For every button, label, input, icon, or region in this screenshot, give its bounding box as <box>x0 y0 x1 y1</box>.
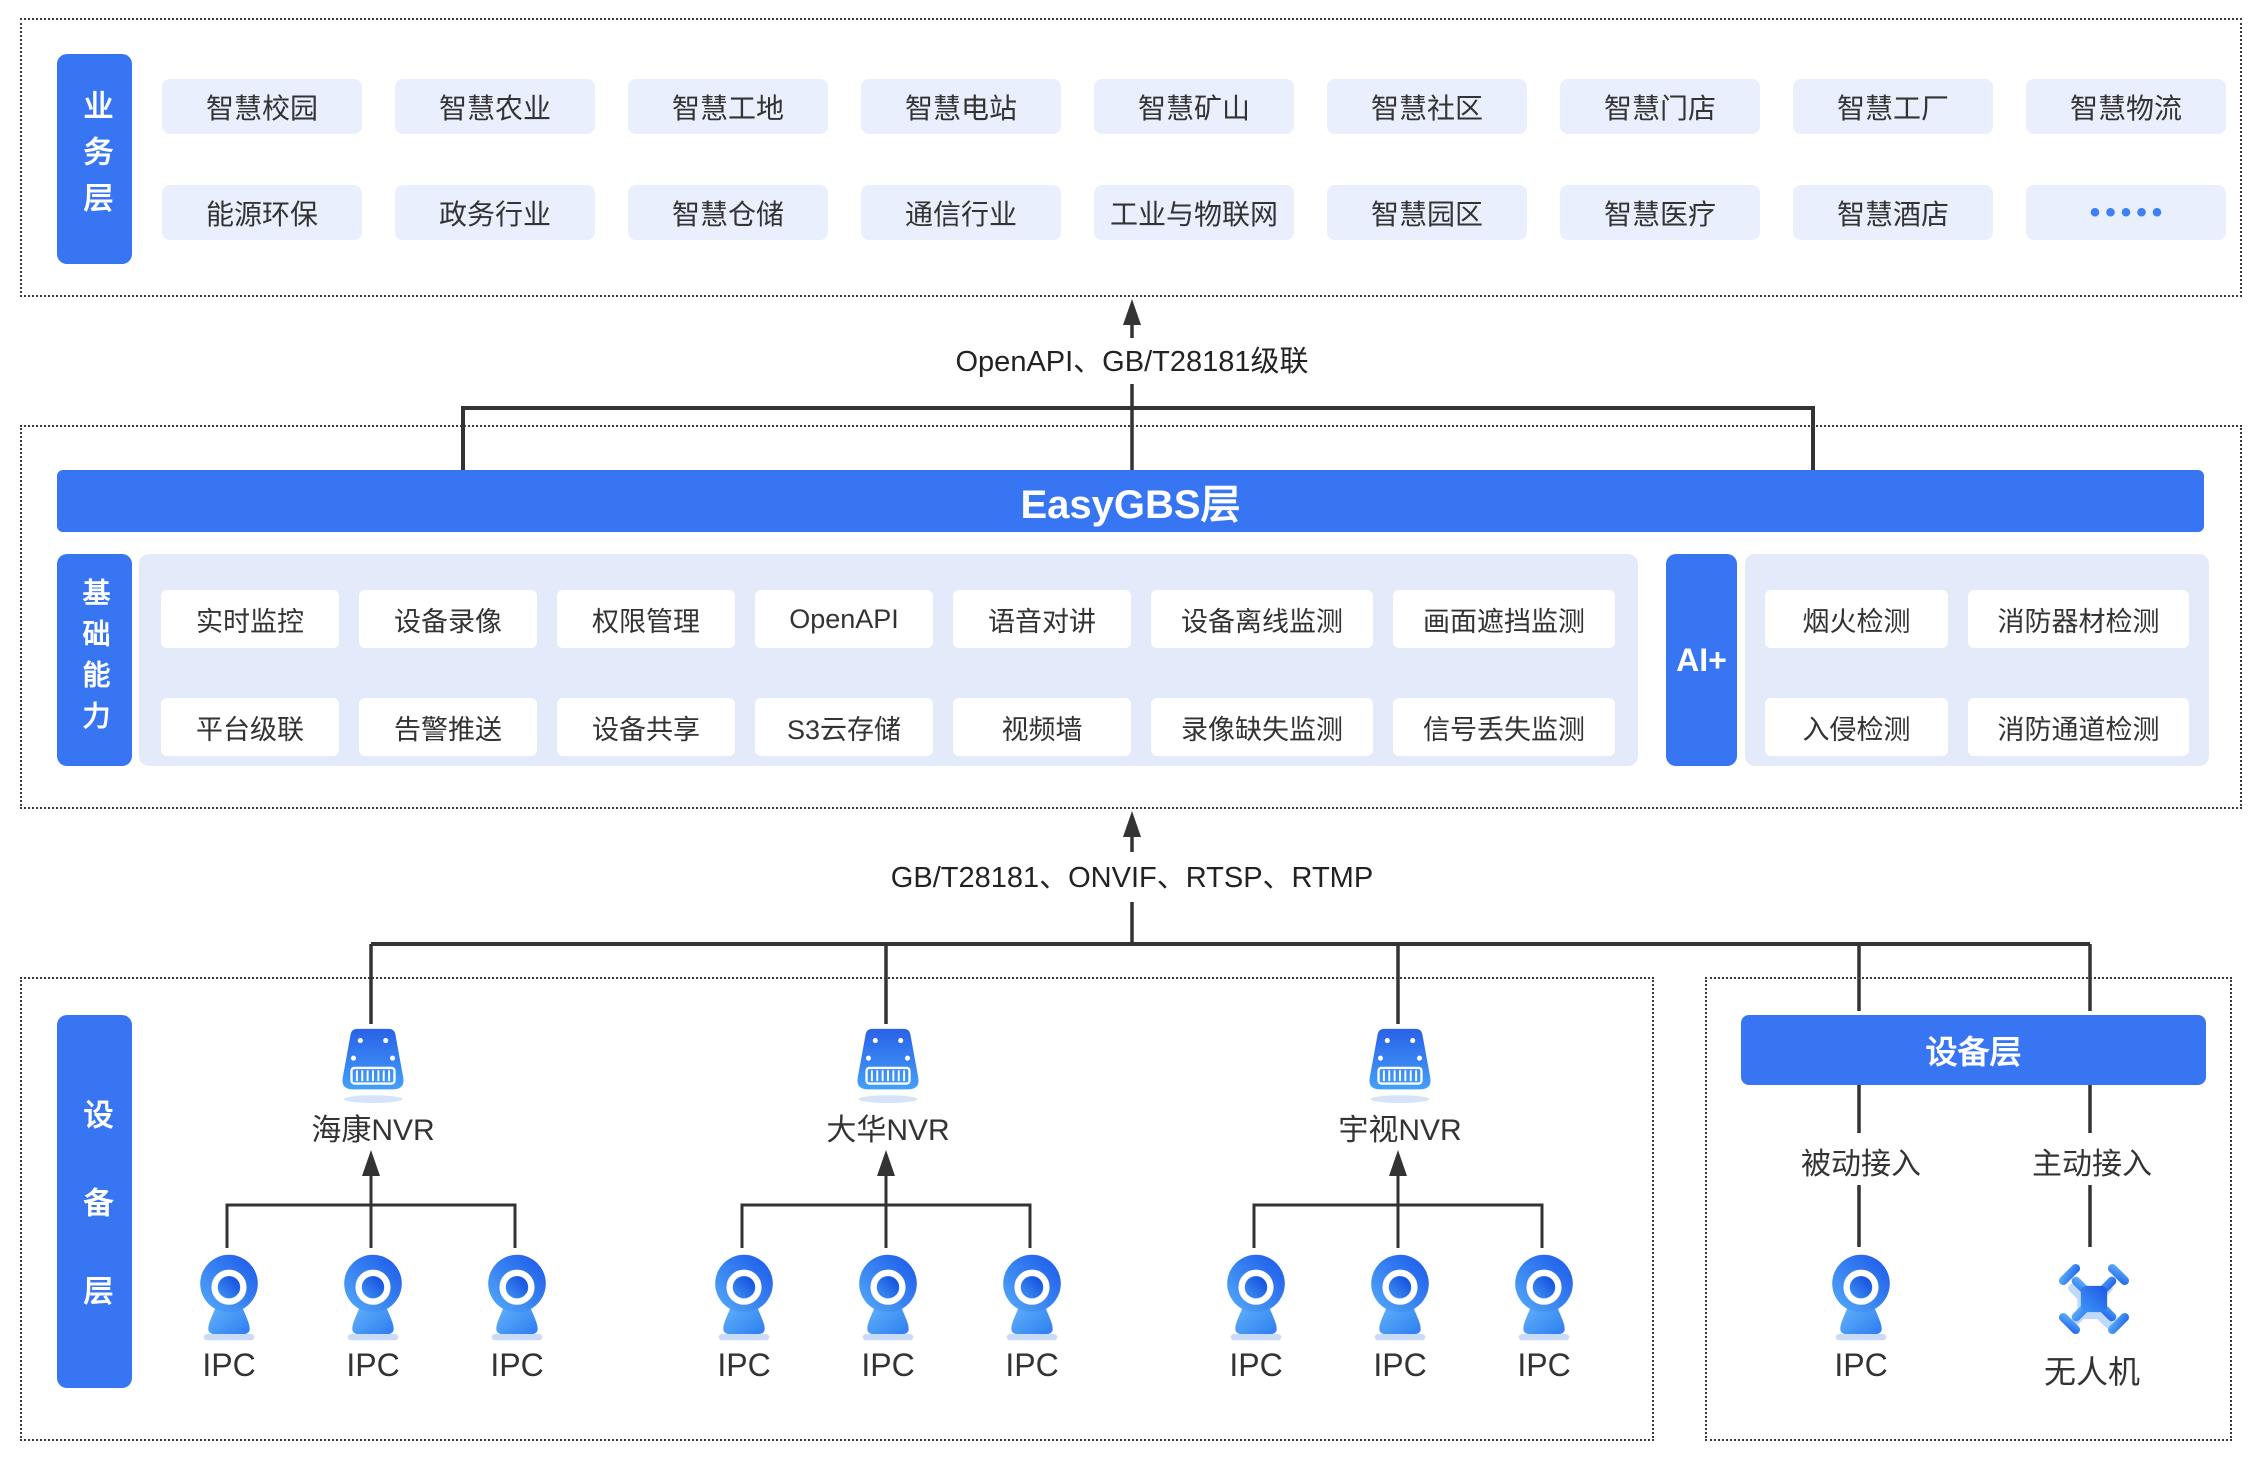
business-item: 智慧物流 <box>2026 79 2226 134</box>
ai-row-2: 入侵检测 消防通道检测 <box>1765 698 2189 756</box>
business-item: 智慧矿山 <box>1094 79 1294 134</box>
business-item: 通信行业 <box>861 185 1061 240</box>
ipc-camera-icon <box>1823 1251 1899 1343</box>
ipc-label: IPC <box>1834 1347 1888 1383</box>
capability-cell: 设备离线监测 <box>1151 590 1373 648</box>
business-item: 智慧工地 <box>628 79 828 134</box>
business-layer-tag: 业务层 <box>57 54 132 264</box>
ipc-label: IPC <box>346 1347 400 1383</box>
ipc-label: IPC <box>861 1347 915 1383</box>
base-capability-tag: 基础能力 <box>57 554 132 766</box>
ipc-camera-icon <box>850 1251 926 1343</box>
capability-cell: 信号丢失监测 <box>1393 698 1615 756</box>
ipc-label: IPC <box>717 1347 771 1383</box>
business-item: 智慧仓储 <box>628 185 828 240</box>
business-layer-label: 业务层 <box>78 90 112 228</box>
capability-cell: 设备录像 <box>359 590 537 648</box>
capability-cell: 告警推送 <box>359 698 537 756</box>
capability-row-2: 平台级联 告警推送 设备共享 S3云存储 视频墙 录像缺失监测 信号丢失监测 <box>161 698 1615 756</box>
drone-label: 无人机 <box>2043 1354 2140 1390</box>
nvr-device-icon <box>843 1027 933 1105</box>
capability-cell: 视频墙 <box>953 698 1131 756</box>
capability-cell: 权限管理 <box>557 590 735 648</box>
ai-row-1: 烟火检测 消防器材检测 <box>1765 590 2189 648</box>
business-item: 智慧医疗 <box>1560 185 1760 240</box>
drone-icon <box>2052 1255 2136 1341</box>
nvr-device-icon <box>1355 1027 1445 1105</box>
base-capability-panel: 实时监控 设备录像 权限管理 OpenAPI 语音对讲 设备离线监测 画面遮挡监… <box>139 554 1638 766</box>
business-item: 工业与物联网 <box>1094 185 1294 240</box>
device-layer-container: 设备层 海康NVR IPC IPC IPC <box>20 977 1654 1441</box>
ai-capability-cell: 烟火检测 <box>1765 590 1948 648</box>
capability-cell: OpenAPI <box>755 590 933 648</box>
device-layer-label: 设备层 <box>78 1098 112 1363</box>
nvr-name: 宇视NVR <box>1338 1114 1462 1147</box>
business-item: 智慧社区 <box>1327 79 1527 134</box>
business-item: 智慧园区 <box>1327 185 1527 240</box>
device-access-panel: 设备层 被动接入 主动接入 IPC 无人机 <box>1705 977 2232 1441</box>
business-layer-container: 业务层 智慧校园 智慧农业 智慧工地 智慧电站 智慧矿山 智慧社区 智慧门店 智… <box>20 18 2242 297</box>
capability-cell: S3云存储 <box>755 698 933 756</box>
business-item: 能源环保 <box>162 185 362 240</box>
business-item: 智慧农业 <box>395 79 595 134</box>
ipc-label: IPC <box>1005 1347 1059 1383</box>
capability-row-1: 实时监控 设备录像 权限管理 OpenAPI 语音对讲 设备离线监测 画面遮挡监… <box>161 590 1615 648</box>
business-row-1: 智慧校园 智慧农业 智慧工地 智慧电站 智慧矿山 智慧社区 智慧门店 智慧工厂 … <box>162 79 2226 134</box>
easygbs-layer-container: EasyGBS层 基础能力 实时监控 设备录像 权限管理 OpenAPI 语音对… <box>20 425 2242 809</box>
bottom-connection-label: GB/T28181、ONVIF、RTSP、RTMP <box>832 856 1432 900</box>
easygbs-title: EasyGBS层 <box>1020 483 1241 527</box>
ai-capability-cell: 入侵检测 <box>1765 698 1948 756</box>
nvr-device-icon <box>328 1027 418 1105</box>
device-layer-tag: 设备层 <box>57 1015 132 1388</box>
capability-cell: 实时监控 <box>161 590 339 648</box>
capability-cell: 录像缺失监测 <box>1151 698 1373 756</box>
nvr-name: 海康NVR <box>311 1114 435 1147</box>
base-capability-label: 基础能力 <box>79 578 111 742</box>
device-panel-header-label: 设备层 <box>1925 1034 2022 1070</box>
ai-plus-label: AI+ <box>1676 641 1727 678</box>
ai-capability-cell: 消防器材检测 <box>1968 590 2189 648</box>
business-item: 智慧校园 <box>162 79 362 134</box>
active-access-label: 主动接入 <box>1992 1139 2192 1183</box>
ipc-camera-icon <box>706 1251 782 1343</box>
ipc-camera-icon <box>479 1251 555 1343</box>
ipc-camera-icon <box>191 1251 267 1343</box>
capability-cell: 平台级联 <box>161 698 339 756</box>
business-item: 智慧酒店 <box>1793 185 1993 240</box>
ipc-camera-icon <box>1362 1251 1438 1343</box>
ai-capability-cell: 消防通道检测 <box>1968 698 2189 756</box>
business-item: 政务行业 <box>395 185 595 240</box>
ipc-camera-icon <box>994 1251 1070 1343</box>
passive-access-label: 被动接入 <box>1761 1139 1961 1183</box>
device-panel-header: 设备层 <box>1741 1015 2206 1085</box>
ipc-label: IPC <box>1373 1347 1427 1383</box>
capability-cell: 画面遮挡监测 <box>1393 590 1615 648</box>
ipc-label: IPC <box>1517 1347 1571 1383</box>
ai-plus-tag: AI+ <box>1666 554 1737 766</box>
business-item: 智慧电站 <box>861 79 1061 134</box>
business-item: 智慧工厂 <box>1793 79 1993 134</box>
ipc-camera-icon <box>335 1251 411 1343</box>
nvr-name: 大华NVR <box>826 1114 950 1147</box>
business-row-2: 能源环保 政务行业 智慧仓储 通信行业 工业与物联网 智慧园区 智慧医疗 智慧酒… <box>162 185 2226 240</box>
top-connection-label: OpenAPI、GB/T28181级联 <box>832 340 1432 384</box>
business-item: 智慧门店 <box>1560 79 1760 134</box>
ipc-camera-icon <box>1218 1251 1294 1343</box>
ellipsis-dots-icon: ••••• <box>2026 185 2226 240</box>
ipc-label: IPC <box>490 1347 544 1383</box>
ipc-label: IPC <box>202 1347 256 1383</box>
ai-capability-panel: 烟火检测 消防器材检测 入侵检测 消防通道检测 <box>1745 554 2209 766</box>
ipc-camera-icon <box>1506 1251 1582 1343</box>
easygbs-title-bar: EasyGBS层 <box>57 470 2204 532</box>
capability-cell: 设备共享 <box>557 698 735 756</box>
capability-cell: 语音对讲 <box>953 590 1131 648</box>
ipc-label: IPC <box>1229 1347 1283 1383</box>
